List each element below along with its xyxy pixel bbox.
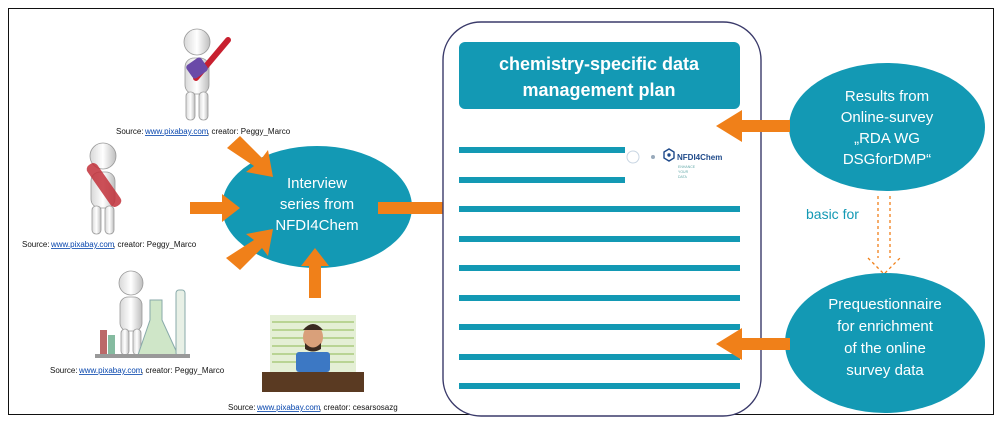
logo-tagline-2: YOUR [678,170,689,174]
source-text-2: Source: www.pixabay.com , creator: Peggy… [22,240,197,249]
prequest-line-4: survey data [846,362,924,379]
document-text-lines [459,147,740,389]
figure-person-flask [95,270,190,358]
source-prefix: Source: [228,403,256,412]
source-prefix: Source: [22,240,50,249]
nfdi4chem-logo: NFDI4Chem ENHANCE YOUR DATA [626,148,722,179]
source-creator: , creator: Peggy_Marco [113,240,197,249]
source-creator: , creator: Peggy_Marco [141,366,225,375]
source-link: www.pixabay.com [78,366,143,375]
interview-line-3: NFDI4Chem [275,217,358,234]
source-text-1: Source: www.pixabay.com , creator: Peggy… [116,127,291,136]
prequestionnaire-node: Prequestionnaire for enrichment of the o… [785,273,985,413]
basic-for-label: basic for [806,206,859,222]
prequest-line-2: for enrichment [837,318,934,335]
source-text-3: Source: www.pixabay.com , creator: Peggy… [50,366,225,375]
source-prefix: Source: [50,366,78,375]
source-link: www.pixabay.com [144,127,209,136]
interview-line-1: Interview [287,175,347,192]
online-survey-results-node: Results from Online-survey „RDA WG DSGfo… [789,63,985,191]
results-line-4: DSGforDMP“ [843,151,931,168]
plan-title-line-1: chemistry-specific data [499,54,700,74]
source-creator: , creator: cesarsosazg [319,403,398,412]
figure-person-laptop [262,315,364,392]
arrow-fig3-to-interview [226,229,273,270]
figure-person-pen [183,28,231,121]
interview-line-2: series from [280,196,354,213]
source-link: www.pixabay.com [50,240,115,249]
logo-tagline-1: ENHANCE [678,165,696,169]
results-line-3: „RDA WG [854,130,920,147]
arrow-fig1-to-interview [227,136,273,177]
arrow-fig2-to-interview [190,194,240,222]
data-management-plan-document: chemistry-specific data management plan … [442,21,762,417]
prequest-line-3: of the online [844,340,926,357]
results-line-1: Results from [845,88,929,105]
results-line-2: Online-survey [841,109,934,126]
arrow-fig4-to-interview [301,248,329,298]
prequest-line-1: Prequestionnaire [828,296,941,313]
source-creator: , creator: Peggy_Marco [207,127,291,136]
dashed-arrow-basic-for [867,196,901,275]
figure-person-testtube [86,142,122,235]
arrow-prequest-to-plan [716,328,790,360]
logo-tagline-3: DATA [678,175,687,179]
plan-title-line-2: management plan [522,80,675,100]
source-link: www.pixabay.com [256,403,321,412]
source-prefix: Source: [116,127,144,136]
source-text-4: Source: www.pixabay.com , creator: cesar… [228,403,398,412]
arrow-results-to-plan [716,110,790,142]
logo-text: NFDI4Chem [677,153,722,162]
